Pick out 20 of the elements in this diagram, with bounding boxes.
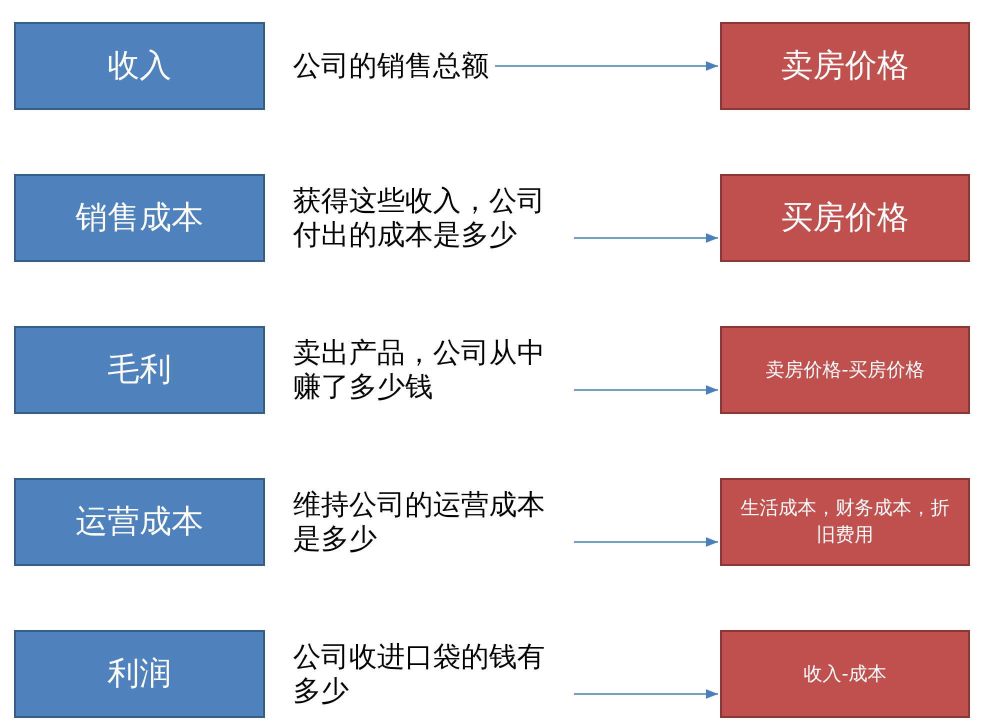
description-text: 公司的销售总额 (293, 22, 489, 110)
arrow (574, 537, 718, 547)
term-box: 收入 (14, 22, 265, 110)
arrow (574, 385, 718, 395)
formula-box: 买房价格 (720, 174, 970, 262)
description-text: 公司收进口袋的钱有多少 (293, 630, 568, 718)
description-text: 获得这些收入，公司付出的成本是多少 (293, 174, 568, 262)
formula-box: 生活成本，财务成本，折旧费用 (720, 478, 970, 566)
formula-box: 卖房价格-买房价格 (720, 326, 970, 414)
term-box: 利润 (14, 630, 265, 718)
description-text: 卖出产品，公司从中赚了多少钱 (293, 326, 568, 414)
arrow (574, 233, 718, 243)
description-text: 维持公司的运营成本是多少 (293, 478, 568, 566)
formula-box: 收入-成本 (720, 630, 970, 718)
term-box: 毛利 (14, 326, 265, 414)
term-box: 运营成本 (14, 478, 265, 566)
arrow (495, 61, 718, 71)
arrow (574, 689, 718, 699)
term-box: 销售成本 (14, 174, 265, 262)
formula-box: 卖房价格 (720, 22, 970, 110)
